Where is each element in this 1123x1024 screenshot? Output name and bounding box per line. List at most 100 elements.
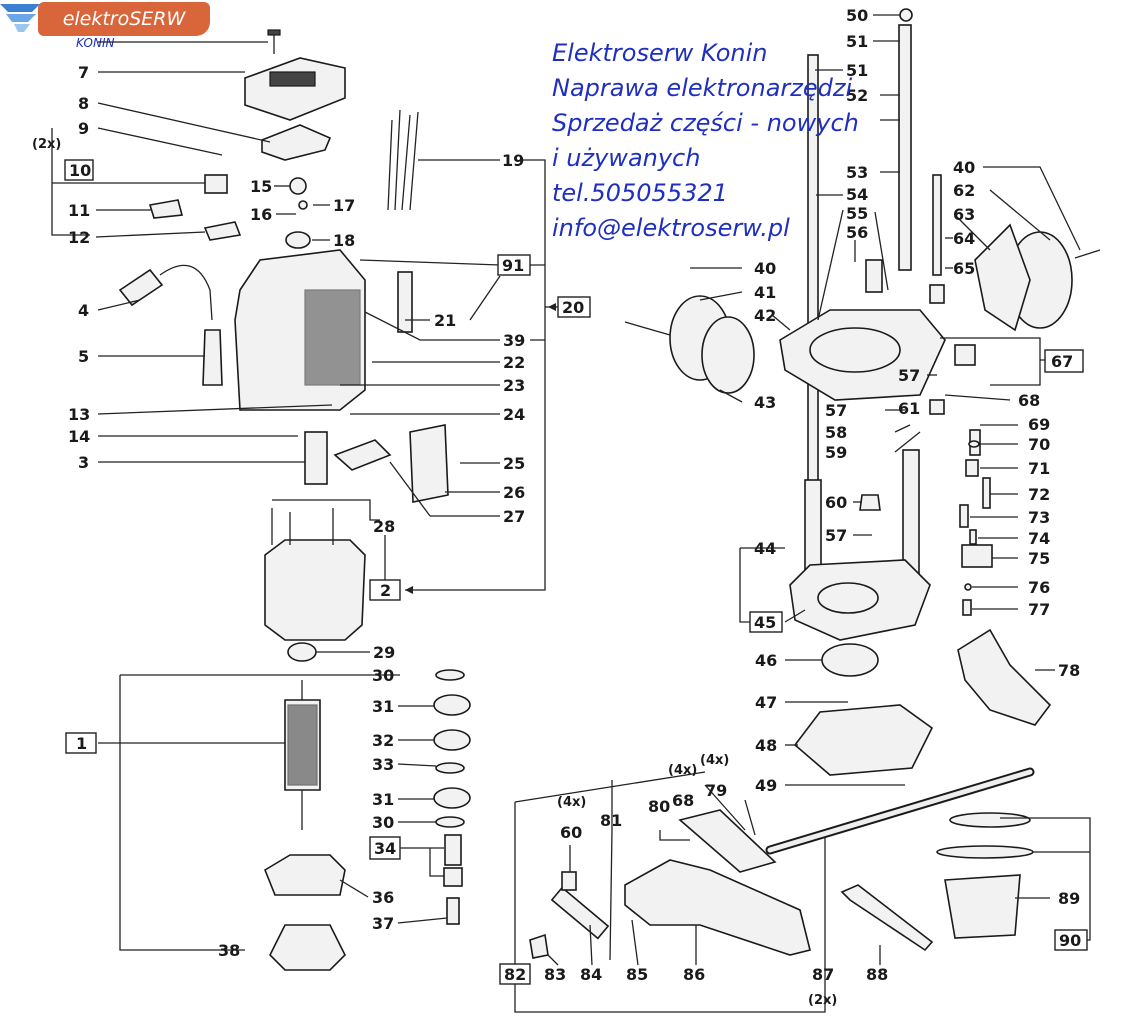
label-91: 91 xyxy=(502,256,524,275)
label-7: 7 xyxy=(78,63,89,82)
brush-holder-part xyxy=(148,199,184,219)
box-45 xyxy=(749,611,783,633)
cover-grille-part xyxy=(269,71,316,87)
label-43: 43 xyxy=(754,393,776,412)
lever-64-part xyxy=(932,174,942,276)
cable-sleeve-part xyxy=(202,329,223,386)
box-20 xyxy=(557,296,591,318)
label-27: 27 xyxy=(503,507,525,526)
power-plug-part xyxy=(118,268,164,307)
label-mult-2x-a: (2x) xyxy=(32,137,61,152)
knob-cap-part xyxy=(285,231,311,249)
logo-wing-icon xyxy=(0,0,50,34)
label-20: 20 xyxy=(562,298,584,317)
label-5: 5 xyxy=(78,347,89,366)
box-82 xyxy=(499,963,531,985)
label-31a: 31 xyxy=(372,697,394,716)
label-16: 16 xyxy=(250,205,272,224)
label-47: 47 xyxy=(755,693,777,712)
label-50: 50 xyxy=(846,6,868,25)
label-71: 71 xyxy=(1028,459,1050,478)
watermark-line-4: i używanych xyxy=(552,144,701,172)
label-57c: 57 xyxy=(825,526,847,545)
label-26: 26 xyxy=(503,483,525,502)
label-77: 77 xyxy=(1028,600,1050,619)
bracket-part xyxy=(203,221,242,241)
label-51b: 51 xyxy=(846,61,868,80)
label-65: 65 xyxy=(953,259,975,278)
base-plate-part xyxy=(793,704,934,776)
label-51a: 51 xyxy=(846,32,868,51)
plate-part xyxy=(261,124,332,161)
label-68a: 68 xyxy=(1018,391,1040,410)
label-57b: 57 xyxy=(825,401,847,420)
label-64: 64 xyxy=(953,229,975,248)
label-40a: 40 xyxy=(953,158,975,177)
circlip-33-part xyxy=(435,762,465,774)
label-40b: 40 xyxy=(754,259,776,278)
fan-part xyxy=(269,924,346,971)
label-13: 13 xyxy=(68,405,90,424)
switch-part xyxy=(204,174,228,194)
knob-60-part xyxy=(859,494,881,511)
label-75: 75 xyxy=(1028,549,1050,568)
label-90: 90 xyxy=(1059,931,1081,950)
label-54: 54 xyxy=(846,185,868,204)
label-34: 34 xyxy=(374,839,396,858)
label-38: 38 xyxy=(218,941,240,960)
gasket-89b-part xyxy=(936,845,1034,859)
label-21: 21 xyxy=(434,311,456,330)
label-70: 70 xyxy=(1028,435,1050,454)
label-69: 69 xyxy=(1028,415,1050,434)
spindle-lock-part xyxy=(446,897,460,925)
electronics-cover-part xyxy=(409,424,449,503)
collet-part xyxy=(444,834,462,866)
screw-73-part xyxy=(959,504,969,528)
top-cover-part xyxy=(244,57,346,121)
watermark-line-1: Elektroserw Konin xyxy=(552,39,768,67)
logo-brand: elektroSERW xyxy=(38,2,210,36)
threaded-rod-part xyxy=(898,24,912,271)
knob-83-part xyxy=(529,933,549,959)
label-36: 36 xyxy=(372,888,394,907)
label-55: 55 xyxy=(846,204,868,223)
label-72: 72 xyxy=(1028,485,1050,504)
label-83: 83 xyxy=(544,965,566,984)
bearing-31b-part xyxy=(433,787,471,809)
knob-60b-part xyxy=(561,871,577,891)
stop-75-part xyxy=(961,544,993,568)
label-24: 24 xyxy=(503,405,525,424)
switch-block-part xyxy=(304,431,328,485)
label-48: 48 xyxy=(755,736,777,755)
watermark-text: Elektroserw Konin Naprawa elektronarzędz… xyxy=(552,36,859,246)
label-28: 28 xyxy=(373,517,395,536)
label-78: 78 xyxy=(1058,661,1080,680)
label-73: 73 xyxy=(1028,508,1050,527)
bearing-31-part xyxy=(433,694,471,716)
label-mult-4x-c: (4x) xyxy=(700,753,729,768)
label-17: 17 xyxy=(333,196,355,215)
screw-part xyxy=(267,29,281,54)
label-81: 81 xyxy=(600,811,622,830)
box-1 xyxy=(65,732,97,754)
label-76: 76 xyxy=(1028,578,1050,597)
dust-cup-part xyxy=(944,874,1021,939)
bearing-32-part xyxy=(433,729,471,751)
label-mult-2x-b: (2x) xyxy=(808,993,837,1008)
label-8: 8 xyxy=(78,94,89,113)
label-62: 62 xyxy=(953,181,975,200)
washer-70-part xyxy=(968,440,980,448)
label-85: 85 xyxy=(626,965,648,984)
label-39: 39 xyxy=(503,331,525,350)
label-33: 33 xyxy=(372,755,394,774)
nut-part xyxy=(443,867,463,887)
label-30a: 30 xyxy=(372,666,394,685)
label-mult-4x-b: (4x) xyxy=(668,763,697,778)
circlip-30b-part xyxy=(435,816,465,828)
label-22: 22 xyxy=(503,353,525,372)
label-60b: 60 xyxy=(560,823,582,842)
box-90 xyxy=(1054,929,1088,951)
circlip-30-part xyxy=(435,669,465,681)
label-84: 84 xyxy=(580,965,602,984)
